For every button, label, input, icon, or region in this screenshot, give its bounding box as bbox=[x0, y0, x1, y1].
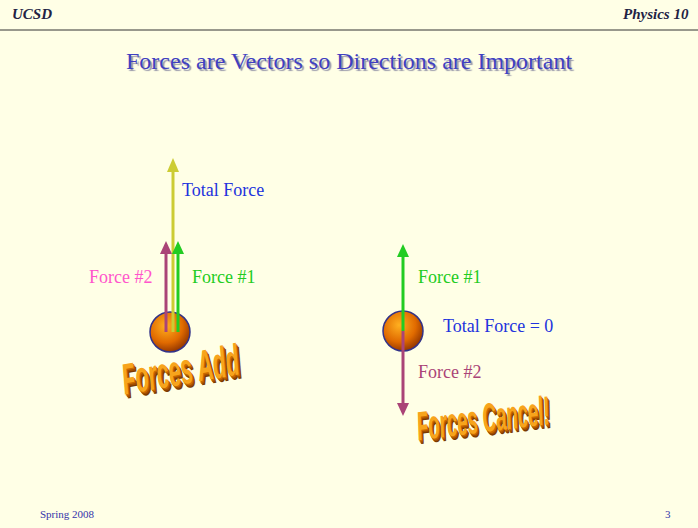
word-art: Forces Add bbox=[118, 336, 243, 406]
arrow-head bbox=[397, 403, 409, 416]
force-2-arrow bbox=[165, 252, 168, 332]
force-label: Total Force = 0 bbox=[443, 316, 553, 337]
slide-title: Forces are Vectors so Directions are Imp… bbox=[126, 48, 572, 76]
header-left: UCSD bbox=[12, 6, 52, 23]
arrow-head bbox=[167, 158, 179, 172]
footer-left: Spring 2008 bbox=[40, 508, 94, 521]
force-label: Force #2 bbox=[89, 267, 152, 288]
force-label: Force #1 bbox=[418, 267, 481, 288]
force-label: Force #1 bbox=[192, 267, 255, 288]
force-label: Total Force bbox=[182, 180, 264, 201]
word-art: Forces Cancel! bbox=[414, 388, 552, 450]
page-number: 3 bbox=[665, 508, 671, 521]
force-1-arrow bbox=[402, 256, 405, 331]
force-1-arrow bbox=[177, 252, 180, 332]
arrow-head bbox=[160, 241, 172, 254]
header-rule bbox=[0, 30, 698, 31]
arrow-head bbox=[397, 244, 409, 257]
arrow-head bbox=[172, 241, 184, 254]
force-label: Force #2 bbox=[418, 362, 481, 383]
force-2-arrow bbox=[402, 331, 405, 404]
header-right: Physics 10 bbox=[623, 6, 688, 23]
